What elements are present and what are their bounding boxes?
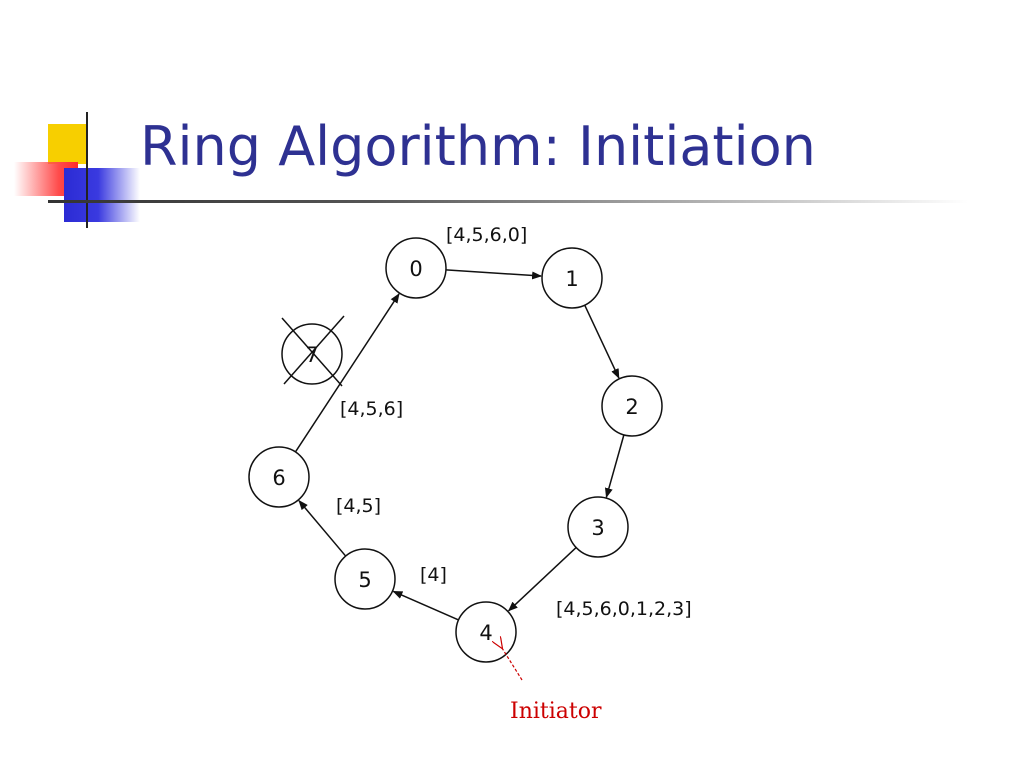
node-4: 4 <box>455 601 517 663</box>
initiator-layer: Initiator <box>502 648 602 724</box>
decor-vertical-rule <box>86 112 88 228</box>
message-label-6-0: [4,5,6] <box>340 398 403 420</box>
node-label: 3 <box>591 516 604 540</box>
initiator-arrow <box>502 648 523 681</box>
edges-layer <box>294 269 625 621</box>
node-circle <box>601 375 663 437</box>
node-2: 2 <box>601 375 663 437</box>
crash-cross-line-b <box>281 317 343 387</box>
node-label: 6 <box>272 466 285 490</box>
node-3: 3 <box>567 496 629 558</box>
node-circle <box>541 247 603 309</box>
edge-4-to-5 <box>392 590 459 621</box>
message-label-4-5: [4] <box>420 564 447 586</box>
edge-6-to-0 <box>294 293 400 453</box>
node-label: 0 <box>409 257 422 281</box>
slide-title: Ring Algorithm: Initiation <box>140 115 816 178</box>
node-0: 0 <box>385 237 447 299</box>
node-5: 5 <box>334 548 396 610</box>
decor-blue-square <box>64 168 140 222</box>
node-7: 7 <box>281 315 345 387</box>
edge-0-to-1 <box>445 269 543 280</box>
title-underline <box>48 200 968 203</box>
node-label: 5 <box>358 568 371 592</box>
nodes-layer: 0 1 2 3 4 5 6 7 <box>248 237 663 663</box>
message-label-5-6: [4,5] <box>336 495 381 517</box>
crash-cross-line-a <box>283 315 345 385</box>
decor-yellow-square <box>48 124 86 164</box>
node-circle <box>385 237 447 299</box>
edge-5-to-6 <box>298 499 347 557</box>
initiator-label: Initiator <box>510 699 602 724</box>
message-labels-layer: [4,5,6,0] [4,5,6,0,1,2,3] [4] [4,5] [4,5,6] <box>336 224 692 620</box>
node-label: 1 <box>565 267 578 291</box>
edge-3-to-4 <box>507 546 577 612</box>
node-1: 1 <box>541 247 603 309</box>
node-6: 6 <box>248 446 310 508</box>
node-circle <box>334 548 396 610</box>
message-label-0-1: [4,5,6,0] <box>446 224 527 246</box>
message-label-3-4: [4,5,6,0,1,2,3] <box>556 598 692 620</box>
node-circle <box>248 446 310 508</box>
edge-2-to-3 <box>604 434 625 499</box>
node-label: 2 <box>625 395 638 419</box>
edge-1-to-2 <box>584 304 620 379</box>
node-circle <box>567 496 629 558</box>
node-label: 4 <box>479 621 492 645</box>
